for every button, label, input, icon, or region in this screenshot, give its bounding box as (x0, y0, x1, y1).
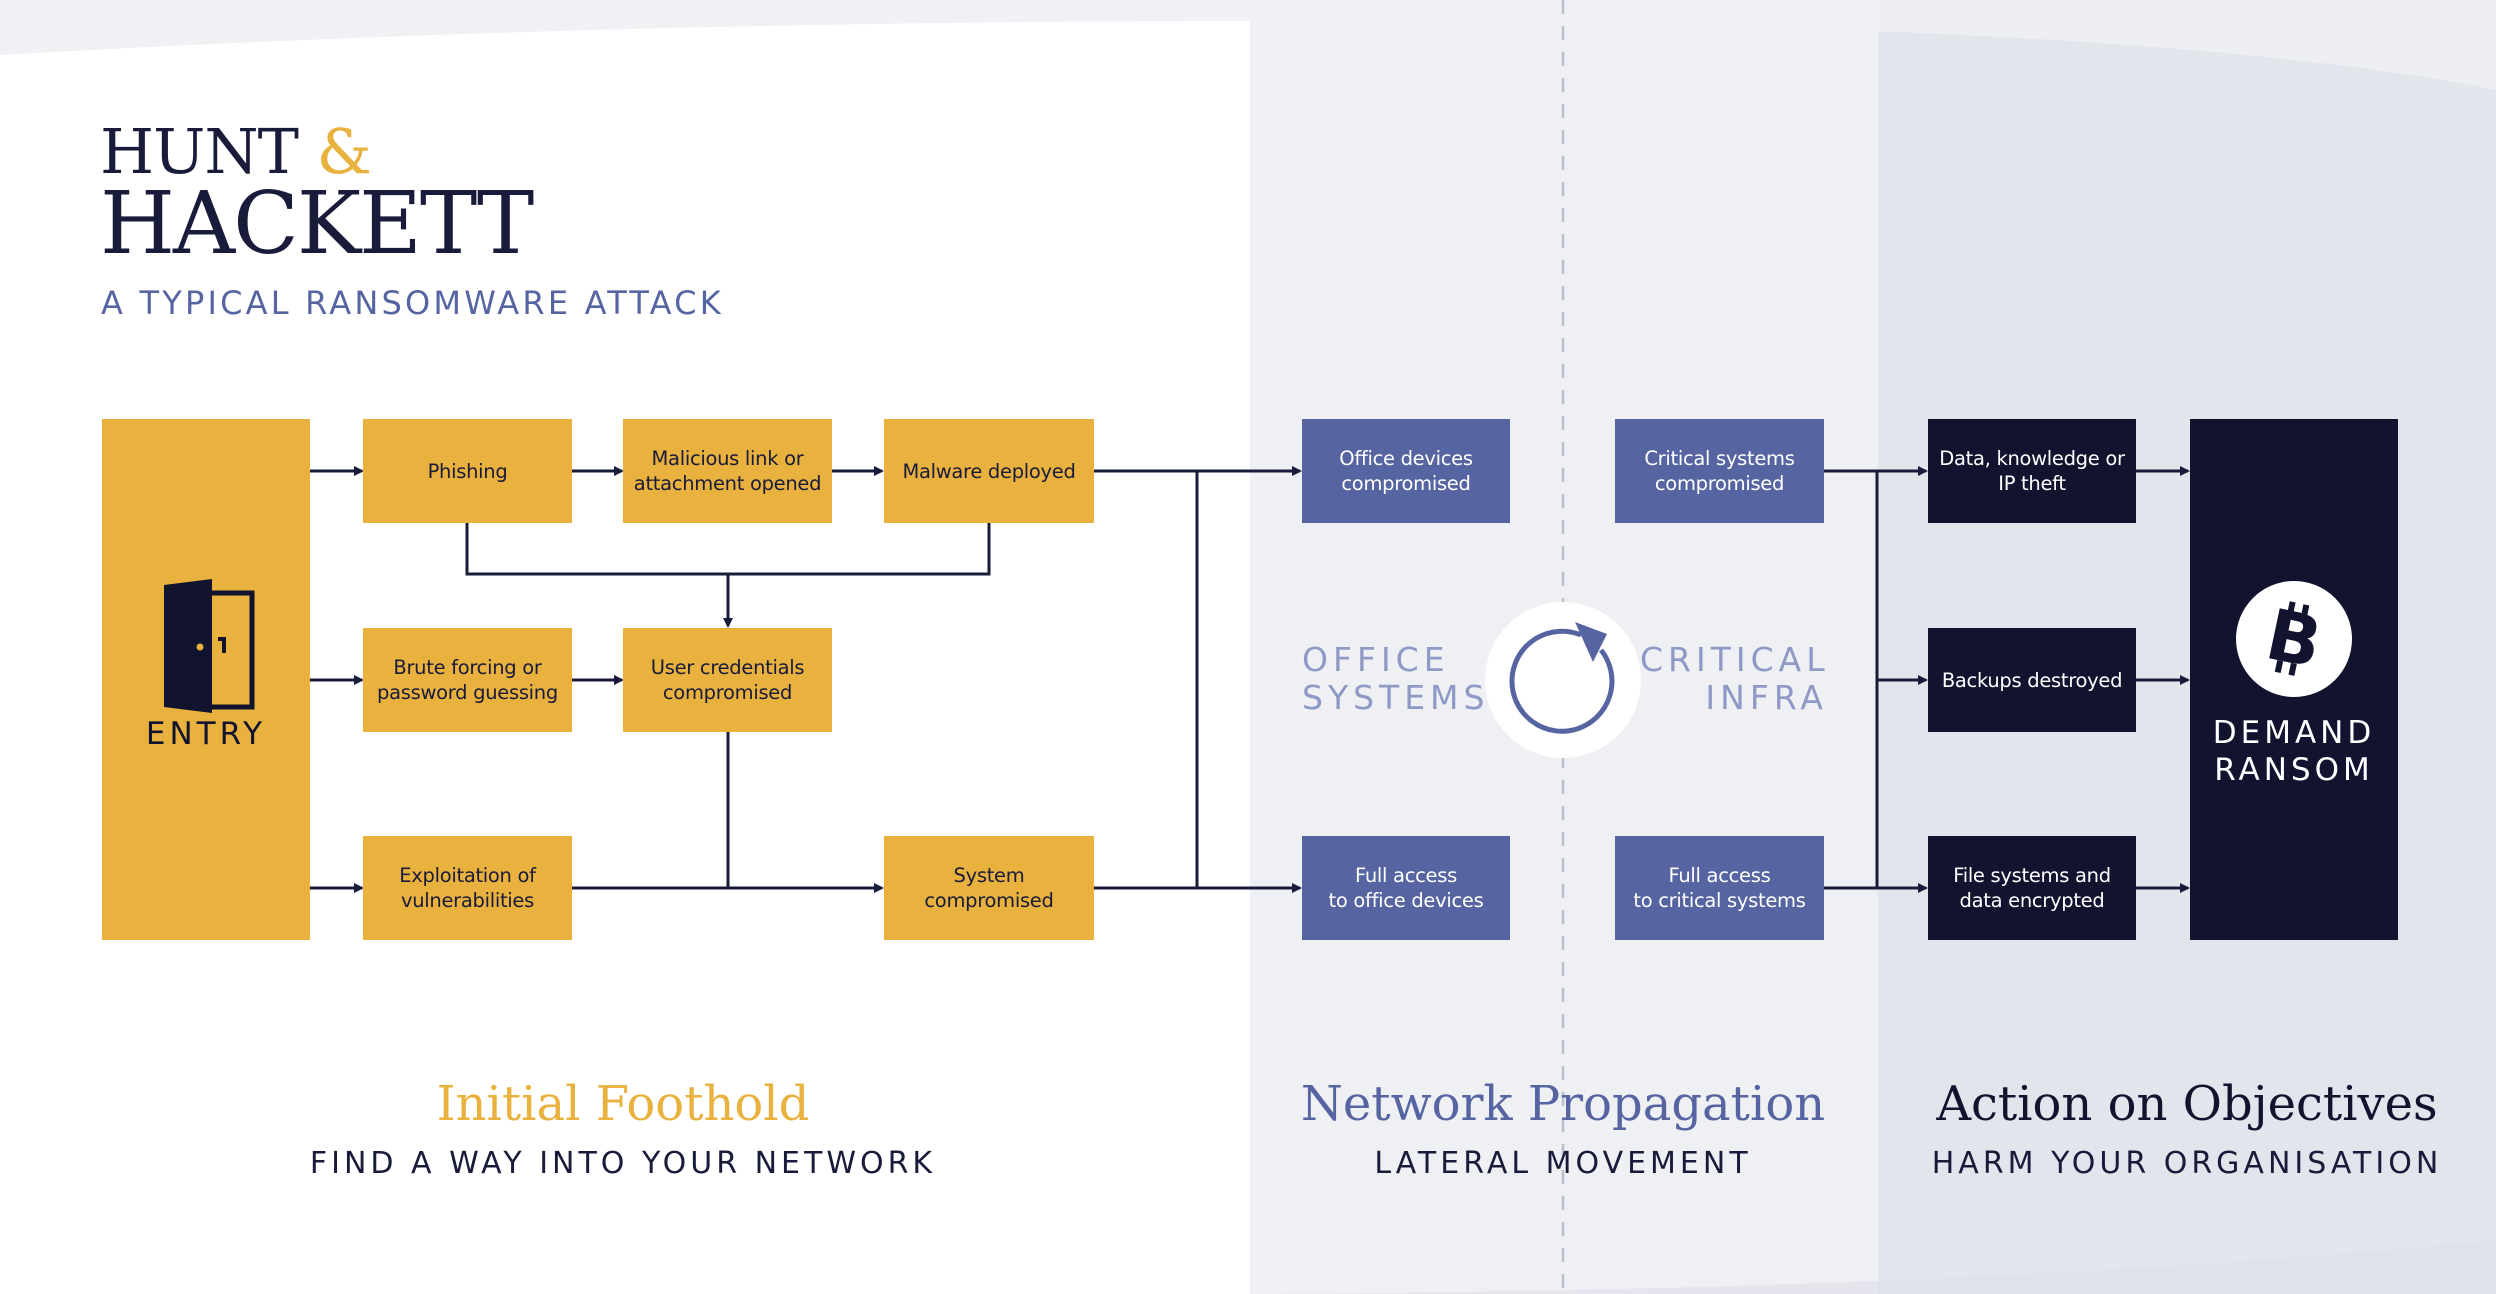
phishing-label: Phishing (427, 459, 508, 483)
backups-destroyed-label: Backups destroyed (1941, 668, 2123, 692)
entry-box: ENTRY (102, 419, 310, 940)
phase-network-propagation-subtitle: LATERAL MOVEMENT (1374, 1146, 1752, 1181)
office-systems-label: OFFICE SYSTEMS (1302, 641, 1489, 717)
phishing-box: Phishing (363, 419, 572, 523)
backups-destroyed-box: Backups destroyed (1928, 628, 2136, 732)
critical-infra-label: CRITICAL INFRA (1640, 641, 1828, 717)
logo-hackett: HACKETT (100, 174, 534, 274)
phase-action-objectives-title: Action on Objectives (1936, 1076, 2438, 1132)
data-theft-label-line2: IP theft (1998, 472, 2066, 495)
brute-force-label-line2: password guessing (377, 681, 558, 704)
phase-network-propagation-title: Network Propagation (1300, 1076, 1826, 1132)
door-icon (164, 579, 255, 713)
full-access-office-label-line1: Full access (1355, 864, 1457, 887)
logo-hunt: HUNT (100, 115, 299, 188)
full-access-critical-label-line2: to critical systems (1633, 889, 1806, 912)
phase-initial-foothold-subtitle: FIND A WAY INTO YOUR NETWORK (309, 1146, 937, 1181)
office-systems-line1: OFFICE (1302, 640, 1450, 679)
user-credentials-label-line1: User credentials (650, 656, 805, 679)
exploitation-label-line1: Exploitation of (399, 864, 536, 887)
system-compromised-label-line2: compromised (924, 889, 1054, 912)
critical-systems-label-line2: compromised (1654, 472, 1785, 495)
files-encrypted-label-line2: data encrypted (1959, 889, 2105, 912)
demand-ransom-line1: DEMAND (2212, 715, 2376, 751)
malware-label: Malware deployed (902, 459, 1076, 483)
phase-action-objectives-subtitle: HARM YOUR ORGANISATION (1931, 1146, 2443, 1181)
full-access-critical-label-line1: Full access (1668, 864, 1771, 887)
office-devices-label-line1: Office devices (1339, 447, 1473, 470)
critical-systems-label-line1: Critical systems (1644, 447, 1795, 470)
office-systems-line2: SYSTEMS (1302, 678, 1490, 717)
phase-initial-foothold-title: Initial Foothold (436, 1076, 810, 1132)
malware-box: Malware deployed (884, 419, 1094, 523)
critical-infra-line2: INFRA (1705, 678, 1828, 717)
page-subtitle: A TYPICAL RANSOMWARE ATTACK (101, 284, 724, 322)
cycle-arrow-icon (1485, 602, 1641, 758)
full-access-office-label-line2: to office devices (1328, 889, 1484, 912)
brute-force-label-line1: Brute forcing or (393, 656, 542, 679)
office-devices-label-line2: compromised (1341, 472, 1471, 495)
logo-ampersand: & (316, 115, 372, 188)
entry-label: ENTRY (145, 716, 267, 752)
demand-ransom-box: B DEMAND RANSOM (2190, 419, 2398, 940)
system-compromised-label-line1: System (953, 864, 1025, 887)
data-theft-label-line1: Data, knowledge or (1939, 447, 2125, 470)
logo: HUNT & HACKETT (100, 115, 534, 274)
demand-ransom-label: DEMAND RANSOM (2190, 715, 2398, 789)
exploitation-label-line2: vulnerabilities (400, 889, 534, 912)
malicious-link-label-line2: attachment opened (633, 472, 822, 495)
critical-infra-line1: CRITICAL (1640, 640, 1830, 679)
bitcoin-icon: B (2236, 581, 2352, 697)
user-credentials-label-line2: compromised (662, 681, 793, 704)
files-encrypted-label-line1: File systems and (1953, 864, 2111, 887)
demand-ransom-line2: RANSOM (2214, 752, 2374, 788)
malicious-link-label-line1: Malicious link or (651, 447, 804, 470)
